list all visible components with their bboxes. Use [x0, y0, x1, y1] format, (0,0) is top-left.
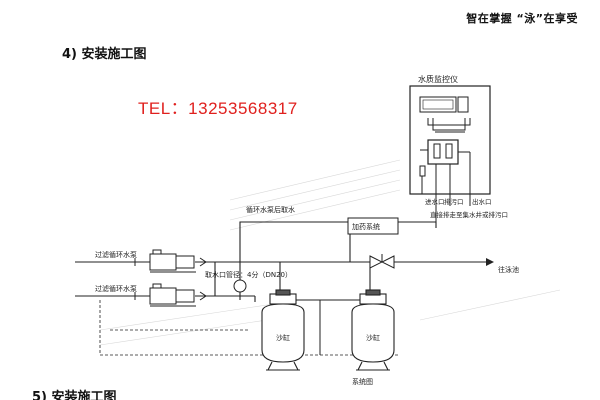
pump-valves	[134, 257, 207, 301]
label-drain-note: 直接排走至集水井或排污口	[430, 210, 508, 219]
tank-link-piping	[296, 299, 360, 355]
circulation-pump-2	[149, 283, 196, 307]
check-valve-icon	[369, 254, 395, 269]
label-inlet: 进水口	[425, 197, 445, 206]
pump-1-label: 过滤循环水泵	[95, 250, 137, 259]
section-title: 4) 安装施工图	[62, 47, 147, 62]
sand-tank-1-label: 沙缸	[276, 333, 290, 342]
tap-note-label: 取水口管径：4分（DN20）	[205, 270, 292, 279]
to-pool-label: 往泳池	[498, 265, 519, 274]
sand-filter-tank-2	[351, 289, 395, 371]
header-slogan: 智在掌握 “泳”在享受	[466, 12, 578, 25]
diagram-caption: 系统图	[352, 377, 373, 386]
background-hatching	[99, 159, 561, 346]
next-section-title: 5) 安装施工图	[32, 390, 117, 400]
to-pool-arrow-icon	[486, 258, 494, 266]
pump-intake-label: 循环水泵后取水	[246, 205, 295, 214]
monitor-title: 水质监控仪	[418, 74, 458, 84]
label-drain: 排污口	[444, 197, 464, 206]
water-quality-monitor	[409, 85, 491, 195]
sample-tap-meter	[233, 279, 247, 293]
sand-filter-tank-1	[261, 289, 305, 371]
contact-phone: TEL：13253568317	[138, 99, 298, 118]
pump-2-label: 过滤循环水泵	[95, 284, 137, 293]
dosing-system-box	[347, 217, 399, 235]
sand-tank-2-label: 沙缸	[366, 333, 380, 342]
dosing-system-label: 加药系统	[352, 222, 380, 231]
circulation-pump-1	[149, 249, 196, 273]
label-outlet: 出水口	[472, 197, 492, 206]
